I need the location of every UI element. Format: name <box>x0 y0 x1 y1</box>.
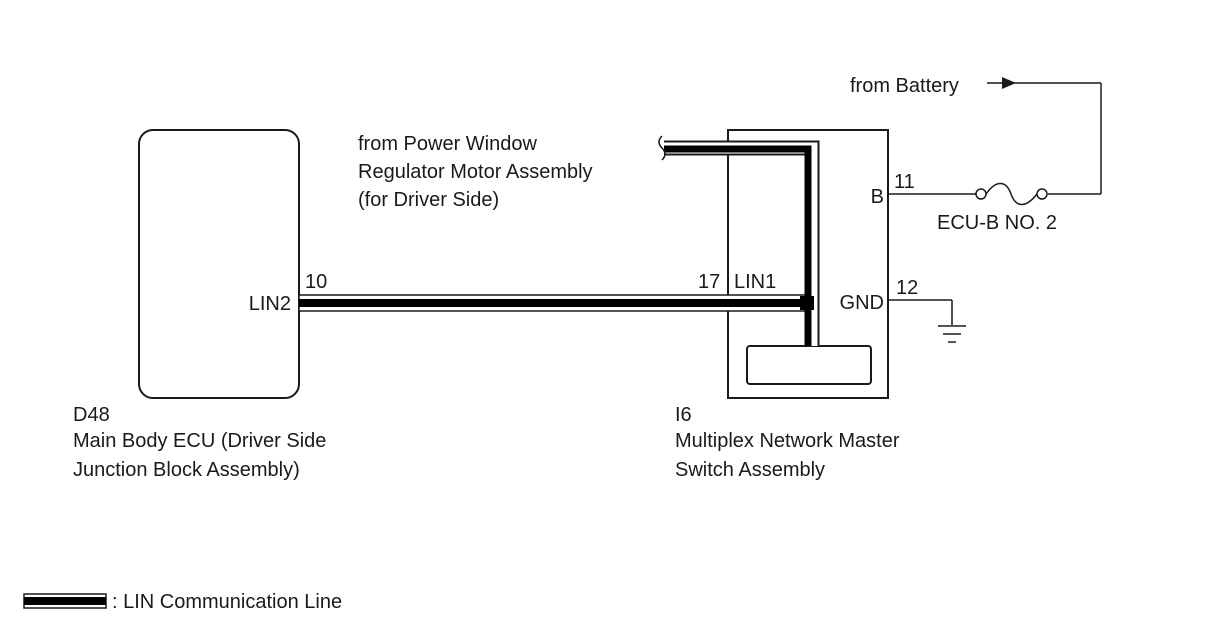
master-switch-internal-block <box>746 345 872 385</box>
lin-junction <box>800 296 814 310</box>
ecu-code: D48 <box>73 404 110 426</box>
from-battery-arrow-icon <box>1002 77 1016 89</box>
ground-icon <box>938 325 966 343</box>
switch-name-line1: Multiplex Network Master <box>675 430 900 452</box>
from-power-window-line1: from Power Window <box>358 133 537 155</box>
ecu-name-line1: Main Body ECU (Driver Side <box>73 430 326 452</box>
switch-lin-pin-number: 17 <box>698 271 720 293</box>
switch-code: I6 <box>675 404 692 426</box>
ecu-name-line2: Junction Block Assembly) <box>73 459 300 481</box>
ecu-box <box>138 129 300 399</box>
from-battery-label: from Battery <box>850 75 959 97</box>
legend-lin-line-swatch <box>23 593 107 609</box>
master-switch-box <box>727 129 889 399</box>
lin-line-ecu-to-switch <box>298 294 813 312</box>
fuse-label: ECU-B NO. 2 <box>937 212 1057 234</box>
switch-name-line2: Switch Assembly <box>675 459 825 481</box>
battery-circuit-wire <box>888 82 1102 195</box>
legend-lin-line-label: : LIN Communication Line <box>112 591 342 613</box>
from-power-window-line3: (for Driver Side) <box>358 189 499 211</box>
ecu-pin-number: 10 <box>305 271 327 293</box>
lin-line-from-power-window <box>658 135 820 346</box>
switch-b-pin-number: 11 <box>894 171 915 193</box>
switch-gnd-pin-number: 12 <box>896 277 918 299</box>
switch-b-pin-label: B <box>871 186 884 208</box>
ground-wire <box>888 299 953 325</box>
from-power-window-line2: Regulator Motor Assembly <box>358 161 593 183</box>
ecu-pin-label: LIN2 <box>249 293 291 315</box>
switch-gnd-pin-label: GND <box>840 292 884 314</box>
switch-lin-pin-label: LIN1 <box>734 271 776 293</box>
fuse-icon <box>975 182 1048 206</box>
